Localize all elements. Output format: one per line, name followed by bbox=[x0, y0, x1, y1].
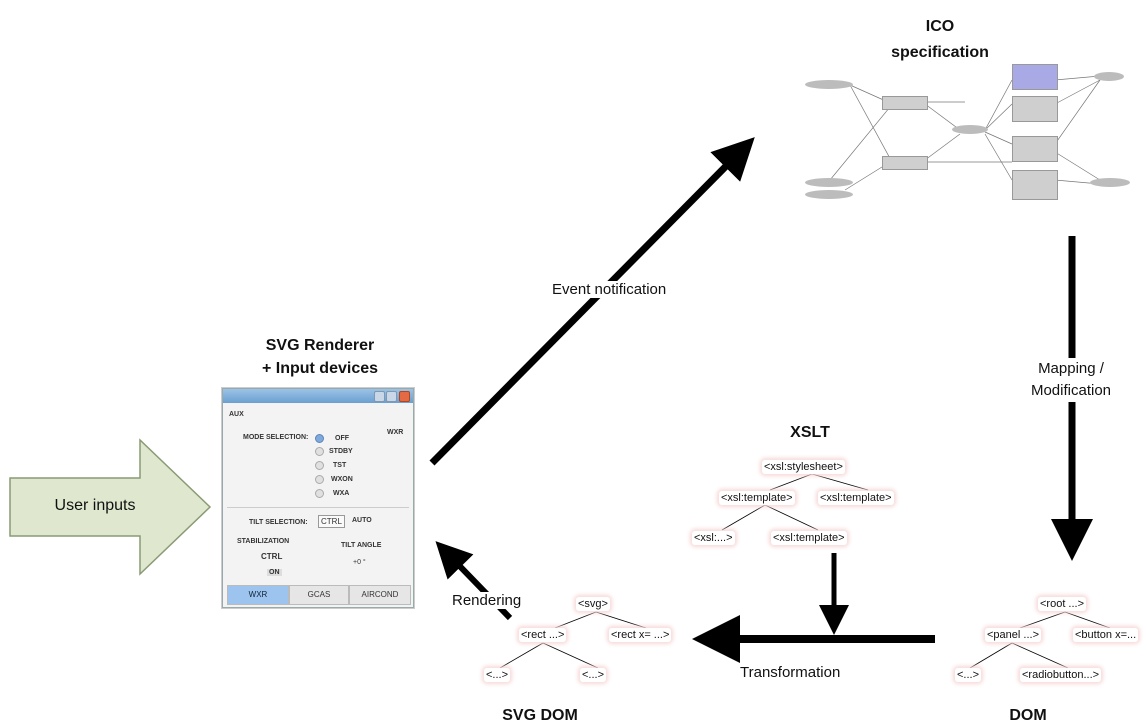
mode-selection-label: MODE SELECTION: bbox=[243, 434, 309, 441]
stabilization-state[interactable]: ON bbox=[267, 569, 282, 576]
ico-transition-6 bbox=[1012, 170, 1058, 200]
mode-label-tst: TST bbox=[333, 462, 347, 469]
rendering-label: Rendering bbox=[452, 592, 522, 609]
xslt-title: XSLT bbox=[790, 424, 830, 441]
ico-transition-2 bbox=[882, 156, 928, 170]
mode-label-wxon: WXON bbox=[331, 476, 353, 483]
aux-label: AUX bbox=[229, 411, 244, 418]
user-inputs-label: User inputs bbox=[54, 497, 136, 514]
ico-title-line2: specification bbox=[891, 44, 989, 61]
ico-place-1 bbox=[805, 80, 853, 89]
svgdom-node-rect-right: <rect x= ...> bbox=[609, 628, 672, 642]
tab-wxr[interactable]: WXR bbox=[227, 585, 289, 605]
close-icon[interactable] bbox=[399, 391, 410, 402]
event-notification-label: Event notification bbox=[552, 281, 667, 298]
stabilization-value: CTRL bbox=[261, 552, 283, 561]
svg-renderer-title: SVG Renderer + Input devices bbox=[235, 334, 405, 380]
ico-place-4 bbox=[952, 125, 988, 134]
mode-radio-off[interactable] bbox=[315, 434, 324, 443]
tilt-angle-label: TILT ANGLE bbox=[341, 542, 382, 549]
mode-radio-wxa[interactable] bbox=[315, 489, 324, 498]
svg-renderer-title-line1: SVG Renderer bbox=[265, 337, 375, 354]
ctrl-button[interactable]: CTRL bbox=[318, 515, 345, 528]
tab-aircond[interactable]: AIRCOND bbox=[349, 585, 411, 605]
mapping-label-line2: Modification bbox=[1030, 382, 1112, 399]
transformation-label: Transformation bbox=[740, 664, 841, 681]
xslt-node-stylesheet: <xsl:stylesheet> bbox=[762, 460, 845, 474]
tilt-angle-value[interactable]: +0 ° bbox=[353, 559, 366, 566]
renderer-window-titlebar[interactable] bbox=[223, 389, 413, 403]
ico-place-5 bbox=[1094, 72, 1124, 81]
ico-place-2 bbox=[805, 178, 853, 187]
mode-radio-tst[interactable] bbox=[315, 461, 324, 470]
user-inputs-arrow bbox=[9, 438, 212, 576]
ico-place-3 bbox=[805, 190, 853, 199]
dom-node-leaf-left: <...> bbox=[955, 668, 982, 682]
ico-petri-net bbox=[800, 62, 1140, 212]
tab-gcas[interactable]: GCAS bbox=[289, 585, 349, 605]
ico-transition-1 bbox=[882, 96, 928, 110]
dom-node-radiobutton: <radiobutton...> bbox=[1020, 668, 1102, 682]
mode-label-off: OFF bbox=[335, 435, 349, 442]
svgdom-node-leaf-left: <...> bbox=[484, 668, 511, 682]
mode-radio-wxon[interactable] bbox=[315, 475, 324, 484]
ico-title: ICO specification bbox=[880, 14, 1000, 66]
tilt-selection-label: TILT SELECTION: bbox=[249, 519, 308, 526]
renderer-window: AUX WXR MODE SELECTION: OFF STDBY TST WX… bbox=[222, 388, 414, 608]
svg-dom-title: SVG DOM bbox=[502, 707, 578, 724]
ico-transition-5 bbox=[1012, 136, 1058, 162]
svgdom-node-rect-left: <rect ...> bbox=[519, 628, 567, 642]
xslt-node-leaf-right: <xsl:template> bbox=[771, 531, 847, 545]
dom-node-panel: <panel ...> bbox=[985, 628, 1041, 642]
event-notification-arrow bbox=[429, 137, 755, 466]
mapping-label-line1: Mapping / bbox=[1038, 360, 1104, 377]
svg-renderer-title-line2: + Input devices bbox=[261, 360, 379, 377]
mode-label-wxa: WXA bbox=[333, 490, 350, 497]
svgdom-tree-lines bbox=[499, 611, 647, 669]
maximize-icon[interactable] bbox=[386, 391, 397, 402]
xslt-tree-lines bbox=[721, 473, 869, 531]
minimize-icon[interactable] bbox=[374, 391, 385, 402]
dom-node-button: <button x=... bbox=[1073, 628, 1139, 642]
wxr-label: WXR bbox=[387, 429, 404, 436]
xslt-node-template-left: <xsl:template> bbox=[719, 491, 795, 505]
dom-title: DOM bbox=[1009, 707, 1047, 724]
mode-label-stdby: STDBY bbox=[329, 448, 353, 455]
svgdom-node-svg: <svg> bbox=[576, 597, 610, 611]
mapping-label: Mapping / Modification bbox=[1015, 358, 1127, 402]
svgdom-node-leaf-right: <...> bbox=[580, 668, 607, 682]
xslt-node-template-right: <xsl:template> bbox=[818, 491, 894, 505]
auto-label[interactable]: AUTO bbox=[352, 517, 372, 524]
dom-tree-lines bbox=[969, 611, 1111, 669]
ico-transition-3 bbox=[1012, 64, 1058, 90]
ico-transition-4 bbox=[1012, 96, 1058, 122]
mode-radio-stdby[interactable] bbox=[315, 447, 324, 456]
ico-title-line1: ICO bbox=[925, 18, 955, 35]
xslt-node-leaf-left: <xsl:...> bbox=[692, 531, 735, 545]
window-separator bbox=[227, 507, 409, 508]
ico-place-6 bbox=[1090, 178, 1130, 187]
stabilization-label: STABILIZATION bbox=[237, 538, 290, 545]
dom-node-root: <root ...> bbox=[1038, 597, 1087, 611]
